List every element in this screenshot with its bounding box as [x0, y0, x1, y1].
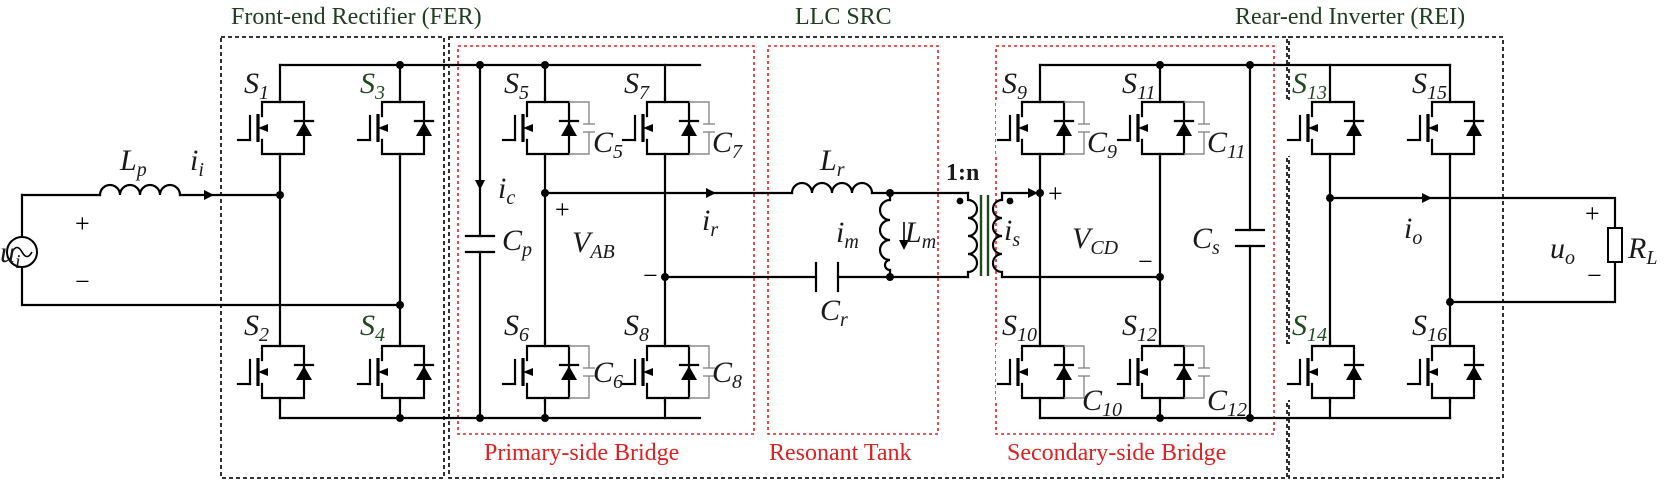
rei-title: Rear-end Inverter (REI): [1235, 4, 1465, 30]
label-s11: S11: [1122, 67, 1156, 104]
label-s5: S5: [504, 67, 529, 104]
inductor-lm: [878, 198, 892, 272]
resistor-rl: [1607, 227, 1623, 263]
label-s2: S2: [244, 309, 269, 346]
label-cp: Cp: [502, 224, 532, 261]
label-s16: S16: [1412, 309, 1447, 346]
switch-s14: [1286, 340, 1366, 404]
uo-minus: −: [1587, 261, 1602, 290]
label-s1: S1: [244, 67, 269, 104]
label-s10: S10: [1002, 309, 1037, 346]
switch-s5: [501, 96, 595, 160]
label-c10: C10: [1082, 384, 1122, 421]
switch-s8: [621, 340, 715, 404]
vab-minus: −: [643, 261, 658, 290]
switch-s13: [1286, 96, 1366, 160]
llc-title: LLC SRC: [795, 4, 892, 30]
label-im: im: [836, 216, 859, 253]
switch-s6: [501, 340, 595, 404]
label-rl: RL: [1627, 232, 1657, 269]
secondary-bridge-box: [995, 45, 1275, 435]
secondary-bridge-label: Secondary-side Bridge: [1007, 440, 1226, 466]
primary-bridge-label: Primary-side Bridge: [484, 440, 679, 466]
label-s4: S4: [360, 309, 385, 346]
polarity-signs: + − + − + − + −: [75, 179, 1602, 296]
label-ir: ir: [702, 204, 718, 241]
label-s14: S14: [1292, 309, 1327, 346]
label-s13: S13: [1292, 67, 1327, 104]
label-lm: Lm: [904, 216, 936, 253]
ui-plus: +: [75, 209, 90, 238]
inductor-lr: [790, 181, 874, 195]
vcd-plus: +: [1048, 179, 1063, 208]
current-arrows: [185, 160, 1432, 250]
label-cs: Cs: [1192, 222, 1220, 259]
label-vcd: VCD: [1072, 222, 1119, 259]
inductor-lp: [98, 183, 182, 197]
capacitor-cr: [814, 261, 840, 293]
fer-title: Front-end Rectifier (FER): [231, 4, 482, 30]
label-ii: ii: [190, 144, 204, 181]
label-c9: C9: [1087, 126, 1117, 163]
switch-s2: [236, 340, 316, 404]
llc-box: [448, 36, 1288, 479]
label-ic: ic: [498, 172, 515, 209]
junction-dots: [276, 61, 1454, 422]
label-vab: VAB: [572, 226, 615, 263]
ui-minus: −: [75, 267, 90, 296]
label-s3: S3: [360, 67, 385, 104]
label-io: io: [1404, 212, 1422, 249]
resonant-tank-label: Resonant Tank: [769, 440, 912, 466]
label-s9: S9: [1002, 67, 1027, 104]
vcd-minus: −: [1138, 247, 1153, 276]
switch-s7: [621, 96, 715, 160]
label-c11: C11: [1207, 126, 1246, 163]
uo-plus: +: [1585, 199, 1600, 228]
fer-box: [220, 36, 445, 479]
switch-group: [236, 96, 1486, 404]
label-c6: C6: [593, 356, 623, 393]
label-ratio: 1:n: [946, 160, 979, 186]
capacitor-cp: [464, 234, 496, 254]
switch-s1: [236, 96, 316, 160]
switch-s16: [1406, 340, 1486, 404]
switch-s11: [1116, 96, 1210, 160]
label-cr: Cr: [820, 294, 848, 331]
label-is: is: [1004, 214, 1020, 251]
label-s8: S8: [624, 309, 649, 346]
transformer: [956, 191, 1014, 279]
label-s15: S15: [1412, 67, 1447, 104]
switch-s15: [1406, 96, 1486, 160]
label-c7: C7: [712, 126, 743, 163]
ac-source: [6, 236, 38, 268]
switch-s3: [356, 96, 436, 160]
switch-s4: [356, 340, 436, 404]
label-c5: C5: [593, 126, 623, 163]
rei-box: [1288, 36, 1504, 479]
capacitor-cs: [1234, 228, 1266, 248]
label-lp: Lp: [119, 144, 147, 181]
label-lr: Lr: [819, 144, 845, 181]
label-ui: ui: [0, 236, 21, 273]
label-c8: C8: [712, 356, 742, 393]
label-uo: uo: [1550, 232, 1575, 269]
vab-plus: +: [555, 195, 570, 224]
resonant-tank-box: [767, 45, 939, 435]
labels: ui Lp ii ic Cp VAB ir Lr im Lm Cr 1:n is…: [0, 67, 1657, 421]
switch-s12: [1116, 340, 1210, 404]
label-s6: S6: [504, 309, 529, 346]
label-c12: C12: [1207, 384, 1247, 421]
switch-s10: [996, 340, 1090, 404]
switch-s9: [996, 96, 1090, 160]
label-s12: S12: [1122, 309, 1157, 346]
label-s7: S7: [624, 67, 650, 104]
